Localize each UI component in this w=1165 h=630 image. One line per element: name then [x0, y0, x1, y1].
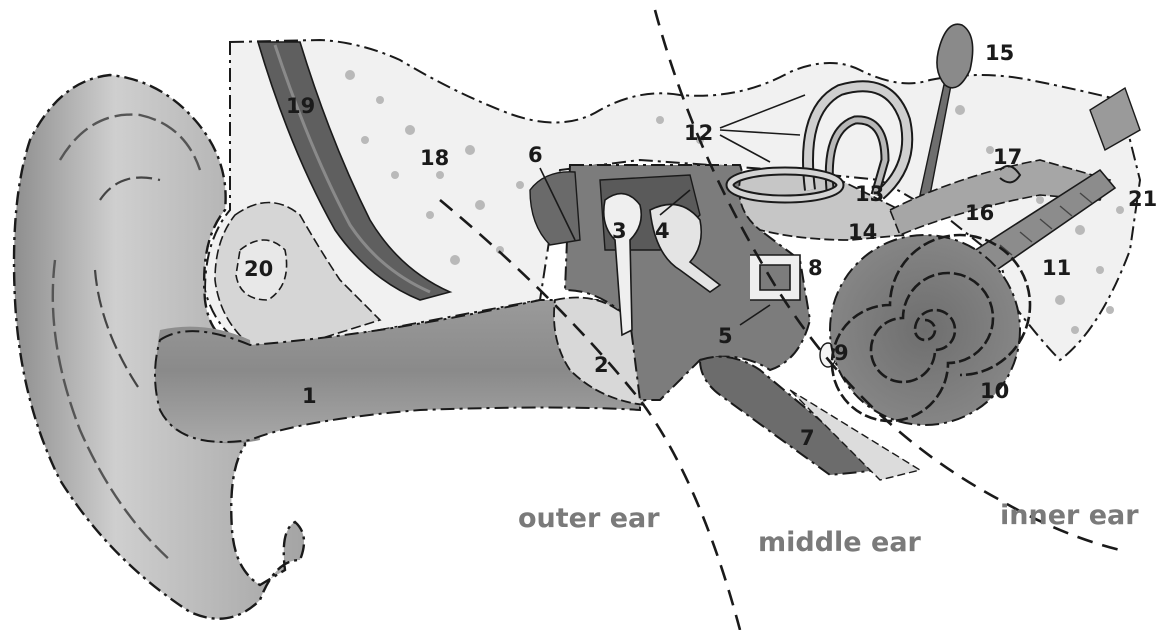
label-5: 5: [718, 324, 733, 348]
label-18: 18: [420, 146, 449, 170]
label-9: 9: [834, 341, 849, 365]
label-2: 2: [594, 353, 609, 377]
label-4: 4: [655, 219, 670, 243]
label-10: 10: [980, 379, 1009, 403]
label-13: 13: [855, 182, 884, 206]
label-19: 19: [286, 94, 315, 118]
label-8: 8: [808, 256, 823, 280]
label-17: 17: [993, 145, 1022, 169]
label-14: 14: [848, 220, 877, 244]
label-11: 11: [1042, 256, 1071, 280]
label-12: 12: [684, 121, 713, 145]
label-20: 20: [244, 257, 273, 281]
label-6: 6: [528, 143, 543, 167]
label-21: 21: [1128, 187, 1157, 211]
label-16: 16: [965, 201, 994, 225]
label-1: 1: [302, 384, 317, 408]
label-3: 3: [612, 219, 627, 243]
region-label-outer-ear: outer ear: [518, 503, 660, 534]
label-15: 15: [985, 41, 1014, 65]
label-7: 7: [800, 426, 815, 450]
region-label-middle-ear: middle ear: [758, 527, 922, 558]
region-label-inner-ear: inner ear: [1000, 500, 1139, 531]
